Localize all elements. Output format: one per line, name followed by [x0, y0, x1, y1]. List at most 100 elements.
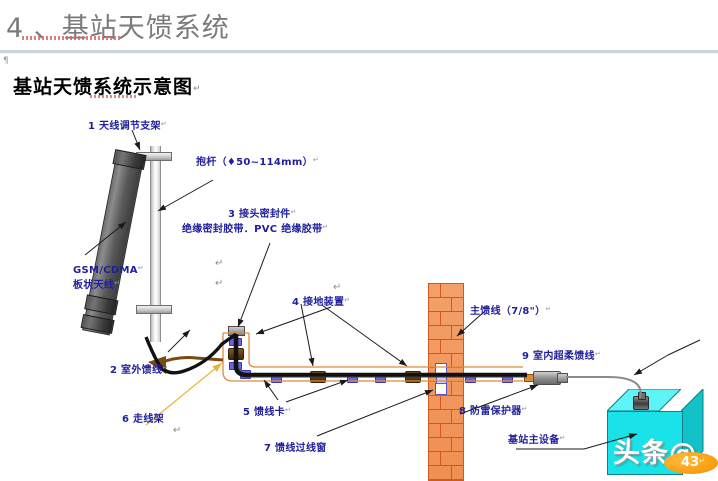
label-tail: ↵ — [284, 406, 292, 414]
label-tail: ↵ — [290, 208, 297, 216]
label-tail: ↵ — [162, 364, 169, 372]
label-text: 4 接地装置 — [292, 297, 345, 308]
label-tail: ↵ — [312, 156, 320, 164]
brick-row — [429, 284, 463, 298]
brick-row — [429, 452, 463, 466]
leader-feeder-window — [316, 389, 434, 437]
label-tail: ↵ — [114, 279, 121, 287]
leader-indoor-jumper-stem — [667, 339, 701, 356]
label-tail: ↵ — [594, 350, 602, 358]
label-text: 抱杆（♦50~114mm） — [196, 157, 313, 168]
brick-joint — [451, 354, 452, 368]
label-tail: ↵ — [160, 120, 168, 128]
page-number: 43↵ — [681, 455, 705, 470]
brick-joint — [451, 298, 452, 312]
brick-joint — [451, 382, 452, 396]
label-text: 板状天线 — [73, 280, 115, 291]
leader-feeder-clamp-2 — [285, 379, 349, 403]
feeder-riser-cable — [233, 334, 527, 378]
feeder-window-box-bottom — [435, 383, 447, 395]
label-text: GSM/CDMA — [73, 265, 138, 276]
page-badge — [664, 452, 718, 474]
cable-tray-outline — [222, 332, 523, 382]
return-mark-3: ↵ — [333, 282, 342, 293]
label-text: 3 接头密封件 — [228, 209, 291, 220]
leader-outdoor-feeder — [167, 329, 191, 353]
label-grounding-device: 4 接地装置↵ — [292, 294, 350, 309]
label-tail: ↵ — [559, 434, 566, 442]
brick-joint — [440, 312, 441, 326]
leader-ground-riser — [255, 306, 332, 335]
brick-row — [429, 424, 463, 438]
brick-joint — [451, 410, 452, 424]
label-tail: ↵ — [545, 305, 552, 313]
label-cable-tray: 6 走线架 — [122, 411, 164, 426]
outdoor-feeder-cable — [144, 332, 237, 375]
leader-ground-2 — [321, 304, 408, 367]
spellcheck-underline — [22, 36, 122, 40]
brick-row — [429, 340, 463, 354]
label-sealing-tape: 绝缘密封胶带．PVC 绝缘胶带↵ — [182, 221, 329, 236]
leader-feeder-clamp-1 — [263, 379, 279, 401]
cable-tray-left-run — [159, 356, 224, 365]
label-base-station-equipment: 基站主设备↵ — [508, 432, 566, 447]
label-tail: ↵ — [322, 223, 329, 231]
brick-joint — [451, 438, 452, 452]
label-text: 绝缘密封胶带．PVC 绝缘胶带 — [182, 224, 323, 235]
leader-gsm-cdma-antenna — [84, 221, 127, 256]
page-number-tail: ↵ — [699, 457, 705, 465]
return-mark-4: ↵ — [173, 425, 182, 436]
diagram-heading-text: 基站天馈系统示意图 — [13, 76, 194, 98]
leader-mounting-pole — [157, 179, 214, 212]
brick-row — [429, 466, 463, 480]
label-text: 1 天线调节支架 — [88, 121, 161, 132]
leader-antenna-adjust-bracket — [131, 129, 141, 151]
brick-row — [429, 382, 463, 396]
brick-joint — [440, 396, 441, 410]
brick-row — [429, 298, 463, 312]
brick-joint — [440, 340, 441, 354]
brick-row — [429, 410, 463, 424]
label-text: 6 走线架 — [122, 414, 164, 425]
brick-row — [429, 312, 463, 326]
leader-lightning-protector — [459, 384, 539, 415]
label-indoor-jumper: 9 室内超柔馈线↵ — [522, 348, 601, 363]
brick-joint — [440, 452, 441, 466]
return-mark-2: ↵ — [215, 278, 224, 289]
brick-joint — [451, 466, 452, 480]
label-antenna-adjust-bracket: 1 天线调节支架↵ — [88, 118, 167, 133]
label-feeder-clamp: 5 馈线卡↵ — [243, 404, 291, 419]
mounting-pole-shape — [150, 146, 161, 342]
label-text: 基站主设备 — [508, 435, 560, 446]
label-tail: ↵ — [521, 405, 528, 413]
brick-row — [429, 326, 463, 340]
label-mounting-pole: 抱杆（♦50~114mm）↵ — [196, 154, 319, 169]
leader-base-station-equipment — [583, 433, 638, 450]
leader-cable-tray — [145, 362, 223, 426]
label-text: 2 室外馈线 — [110, 365, 163, 376]
brick-row — [429, 354, 463, 368]
header-divider — [0, 50, 718, 53]
brick-joint — [451, 326, 452, 340]
label-outdoor-feeder: 2 室外馈线↵ — [110, 362, 168, 377]
leader-ground-1 — [300, 303, 315, 367]
brick-row — [429, 438, 463, 452]
leader-main-feeder — [456, 309, 487, 337]
label-main-feeder: 主馈线（7/8"）↵ — [470, 303, 552, 318]
label-text: 5 馈线卡 — [243, 407, 285, 418]
label-gsm-cdma-antenna-line1: GSM/CDMA↵ — [73, 262, 144, 277]
leader-connector-seal — [237, 242, 271, 328]
brick-joint — [440, 284, 441, 298]
paragraph-mark: ¶ — [3, 56, 9, 66]
diagram-heading: 基站天馈系统示意图↵ — [13, 72, 202, 99]
label-text: 7 馈线过线窗 — [264, 443, 327, 454]
page-number-text: 43 — [681, 455, 700, 470]
label-tail: ↵ — [137, 264, 144, 272]
label-tail: ↵ — [344, 296, 351, 304]
label-text: 8 防雷保护器 — [459, 406, 522, 417]
diagram-heading-return: ↵ — [193, 84, 202, 94]
label-text: 主馈线（7/8"） — [470, 306, 546, 317]
header-divider-shadow — [0, 53, 718, 54]
